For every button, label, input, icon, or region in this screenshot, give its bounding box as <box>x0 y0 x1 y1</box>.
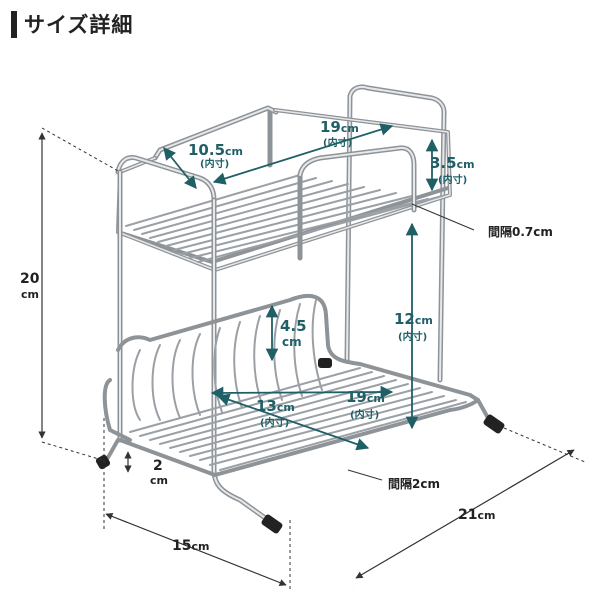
dimension-labels: 10.5cm (内寸) 19cm (内寸) 3.5cm (内寸) 間隔0.7cm… <box>20 118 553 554</box>
svg-text:cm: cm <box>21 288 39 301</box>
svg-text:cm: cm <box>150 474 168 487</box>
svg-text:20: 20 <box>20 271 40 287</box>
rack-illustration <box>102 84 490 523</box>
label-top-width: 19cm (内寸) <box>320 118 359 149</box>
label-bottom-depth: 13cm (内寸) <box>256 397 295 429</box>
svg-text:2: 2 <box>153 458 163 474</box>
label-bottom-gap: 間隔2cm <box>388 476 440 491</box>
label-top-gap: 間隔0.7cm <box>488 224 553 239</box>
svg-text:10.5cm: 10.5cm <box>188 141 243 159</box>
svg-text:4.5: 4.5 <box>280 317 307 335</box>
label-outer-depth: 15cm <box>172 538 209 554</box>
dimension-lines <box>38 123 586 590</box>
svg-text:(内寸): (内寸) <box>323 136 352 149</box>
svg-text:19cm: 19cm <box>346 388 385 406</box>
svg-text:(内寸): (内寸) <box>350 408 379 421</box>
label-outer-width: 21cm <box>458 507 495 523</box>
label-bottom-wall: 4.5 cm <box>280 317 307 349</box>
label-top-depth: 10.5cm (内寸) <box>188 141 243 170</box>
label-shelf-spacing: 12cm (内寸) <box>394 310 433 343</box>
label-top-height: 3.5cm (内寸) <box>430 154 475 186</box>
title-accent-bar <box>11 11 17 38</box>
svg-text:(内寸): (内寸) <box>398 330 427 343</box>
svg-text:13cm: 13cm <box>256 397 295 415</box>
svg-text:(内寸): (内寸) <box>438 173 467 186</box>
page-title: サイズ詳細 <box>24 13 134 37</box>
svg-text:(内寸): (内寸) <box>200 157 229 170</box>
label-foot-height: 2 cm <box>150 458 168 487</box>
svg-text:12cm: 12cm <box>394 310 433 328</box>
svg-text:(内寸): (内寸) <box>260 416 289 429</box>
svg-text:3.5cm: 3.5cm <box>430 154 475 172</box>
svg-text:19cm: 19cm <box>320 118 359 136</box>
label-total-height: 20 cm <box>20 271 40 301</box>
label-bottom-width: 19cm (内寸) <box>346 388 385 421</box>
svg-text:cm: cm <box>282 335 302 349</box>
